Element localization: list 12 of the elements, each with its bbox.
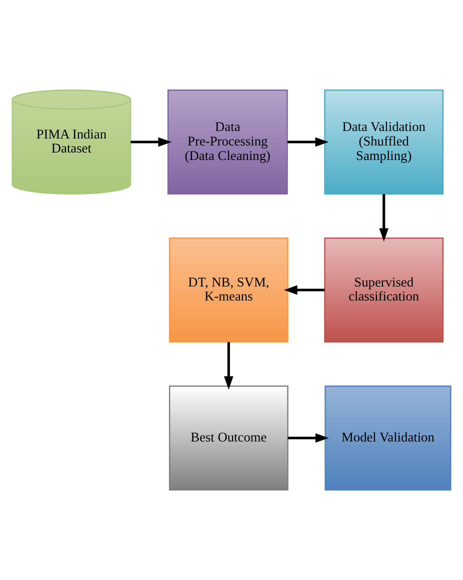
node-box: Model Validation <box>324 385 452 490</box>
node-box: DT, NB, SVM, K-means <box>168 237 288 343</box>
arrow <box>287 137 329 147</box>
node-box: Supervised classification <box>324 237 444 343</box>
node-box: Data Pre-Processing (Data Cleaning) <box>167 90 288 195</box>
node-box: Best Outcome <box>168 385 288 490</box>
arrow <box>284 285 325 295</box>
arrow <box>224 342 234 390</box>
node-box: Data Validation (Shuffled Sampling) <box>324 90 444 195</box>
arrow <box>288 433 329 443</box>
arrow <box>379 194 389 242</box>
arrow <box>130 137 172 147</box>
